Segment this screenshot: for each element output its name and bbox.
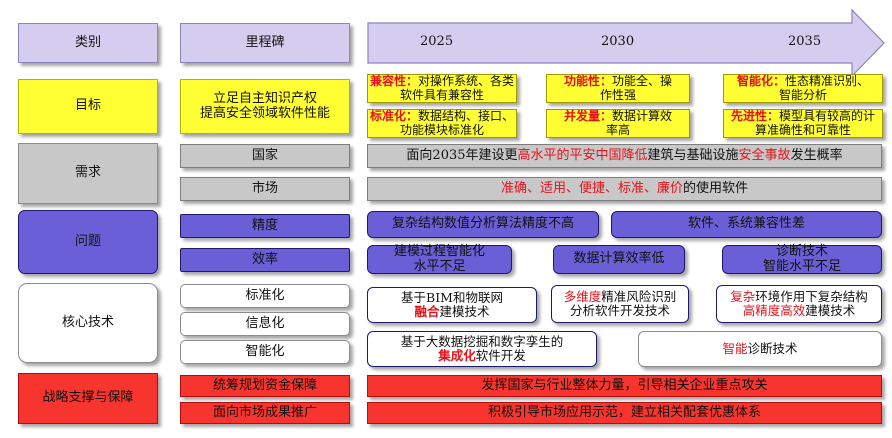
- core-intelligentization: 智能化: [180, 340, 350, 364]
- core-tech-complex-structure: 复杂环境作用下复杂结构高精度高效建模技术: [716, 285, 882, 323]
- demand-market: 市场: [180, 177, 350, 201]
- category-header: 类别: [18, 23, 158, 63]
- timeline-arrow: [367, 8, 885, 78]
- strategy-milestone-promotion: 面向市场成果推广: [180, 402, 350, 424]
- strategy-row-market: 积极引导市场应用示范，建立相关配套优惠体系: [367, 402, 882, 424]
- year-2030: 2030: [601, 34, 635, 49]
- core-standardization: 标准化: [180, 284, 350, 308]
- goal-item-intelligence: 智能化：性态精准识别、智能分析: [723, 74, 883, 103]
- problem-item-modeling: 建模过程智能化 水平不足: [367, 244, 512, 274]
- problem-item-precision-algorithm: 复杂结构数值分析算法精度不高: [367, 211, 599, 238]
- problem-category: 问题: [18, 210, 158, 274]
- strategy-milestone-funding: 统筹规划资金保障: [180, 375, 350, 397]
- problem-item-computation: 数据计算效率低: [553, 245, 685, 274]
- milestone-header: 里程碑: [180, 23, 350, 63]
- core-tech-risk-identification: 多维度精准风险识别分析软件开发技术: [551, 285, 689, 323]
- goal-item-concurrency: 并发量：数据计算效率高: [546, 109, 690, 138]
- problem-efficiency: 效率: [180, 248, 350, 272]
- problem-item-diagnosis: 诊断技术 智能水平不足: [722, 244, 882, 274]
- demand-category: 需求: [18, 143, 158, 204]
- category-header-label: 类别: [74, 34, 101, 50]
- goal-milestone-text: 立足自主知识产权 提高安全领域软件性能: [199, 90, 330, 121]
- strategy-category: 战略支撑与保障: [18, 373, 158, 424]
- core-category: 核心技术: [18, 283, 158, 363]
- goal-milestone: 立足自主知识产权 提高安全领域软件性能: [180, 79, 350, 134]
- goal-category: 目标: [18, 79, 158, 134]
- milestone-header-label: 里程碑: [245, 34, 285, 50]
- core-tech-intelligent-diagnosis: 智能诊断技术: [638, 331, 882, 367]
- goal-item-functionality: 功能性：功能全、操作性强: [546, 74, 690, 103]
- goal-item-standardization: 标准化：数据结构、接口、功能模块标准化: [367, 109, 517, 138]
- goal-item-compatibility: 兼容性：对操作系统、各类软件具有兼容性: [367, 74, 517, 103]
- strategy-row-national: 发挥国家与行业整体力量，引导相关企业重点攻关: [367, 375, 882, 397]
- problem-item-compatibility: 软件、系统兼容性差: [611, 211, 882, 238]
- year-2035: 2035: [788, 34, 822, 49]
- year-2025: 2025: [420, 34, 454, 49]
- core-informatization: 信息化: [180, 312, 350, 336]
- goal-item-advancement: 先进性：模型具有较高的计算准确性和可靠性: [723, 109, 883, 138]
- core-tech-bim-iot: 基于BIM和物联网融合建模技术: [367, 287, 537, 323]
- demand-country: 国家: [180, 144, 350, 168]
- core-tech-big-data: 基于大数据挖掘和数字孪生的集成化软件开发: [367, 331, 597, 367]
- demand-country-text: 面向2035年建设更高水平的平安中国降低建筑与基础设施安全事故发生概率: [367, 144, 882, 168]
- problem-precision: 精度: [180, 214, 350, 238]
- demand-market-text: 准确、适用、便捷、标准、廉价的使用软件: [367, 177, 882, 201]
